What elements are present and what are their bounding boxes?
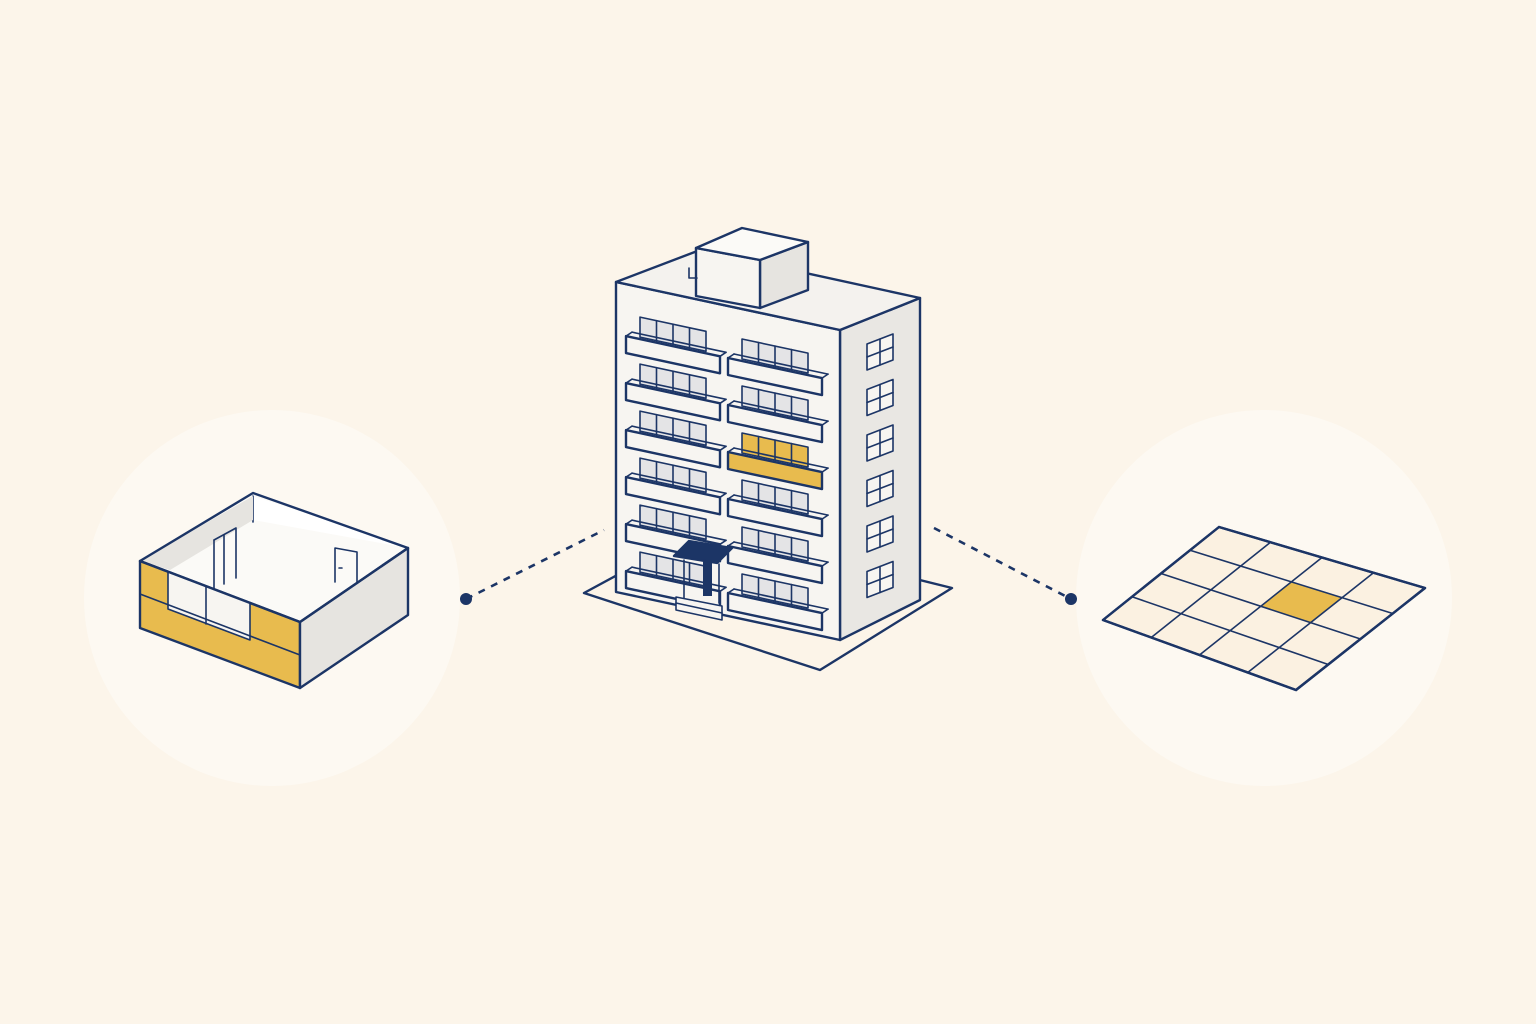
connector-left [460, 528, 605, 605]
side-window [866, 378, 894, 417]
entrance-canopy [672, 539, 734, 565]
balcony-highlighted [726, 432, 829, 491]
balconies [624, 316, 829, 632]
grid-outline [1101, 525, 1427, 692]
grid-line [1150, 541, 1272, 639]
balcony [726, 479, 829, 538]
side-window [866, 515, 894, 553]
balcony [624, 316, 727, 375]
side-window [866, 424, 894, 462]
balcony [726, 573, 829, 632]
connector-left-dot [460, 593, 472, 605]
balcony [726, 385, 829, 444]
balcony [726, 338, 829, 397]
grid-line [1246, 571, 1375, 674]
entrance-door [703, 560, 712, 596]
side-window [866, 560, 894, 599]
building-entrance [672, 539, 734, 621]
grid-line [1198, 556, 1323, 656]
balcony [624, 457, 727, 516]
side-windows [866, 333, 894, 599]
side-window [866, 469, 894, 508]
floor-plan-grid [1101, 525, 1427, 692]
balcony [624, 410, 727, 469]
rooftop-unit [688, 226, 810, 310]
apartment-unit [138, 491, 410, 690]
unit-back-door [334, 547, 358, 591]
balcony [726, 526, 829, 585]
balcony [624, 363, 727, 422]
connector-right-dot [1065, 593, 1077, 605]
connector-right [933, 526, 1077, 605]
apartment-building [582, 226, 954, 672]
side-window [866, 333, 894, 371]
unit-left-wall [140, 496, 253, 570]
unit-top-rim [138, 491, 410, 624]
unit-interior-door [213, 527, 237, 591]
